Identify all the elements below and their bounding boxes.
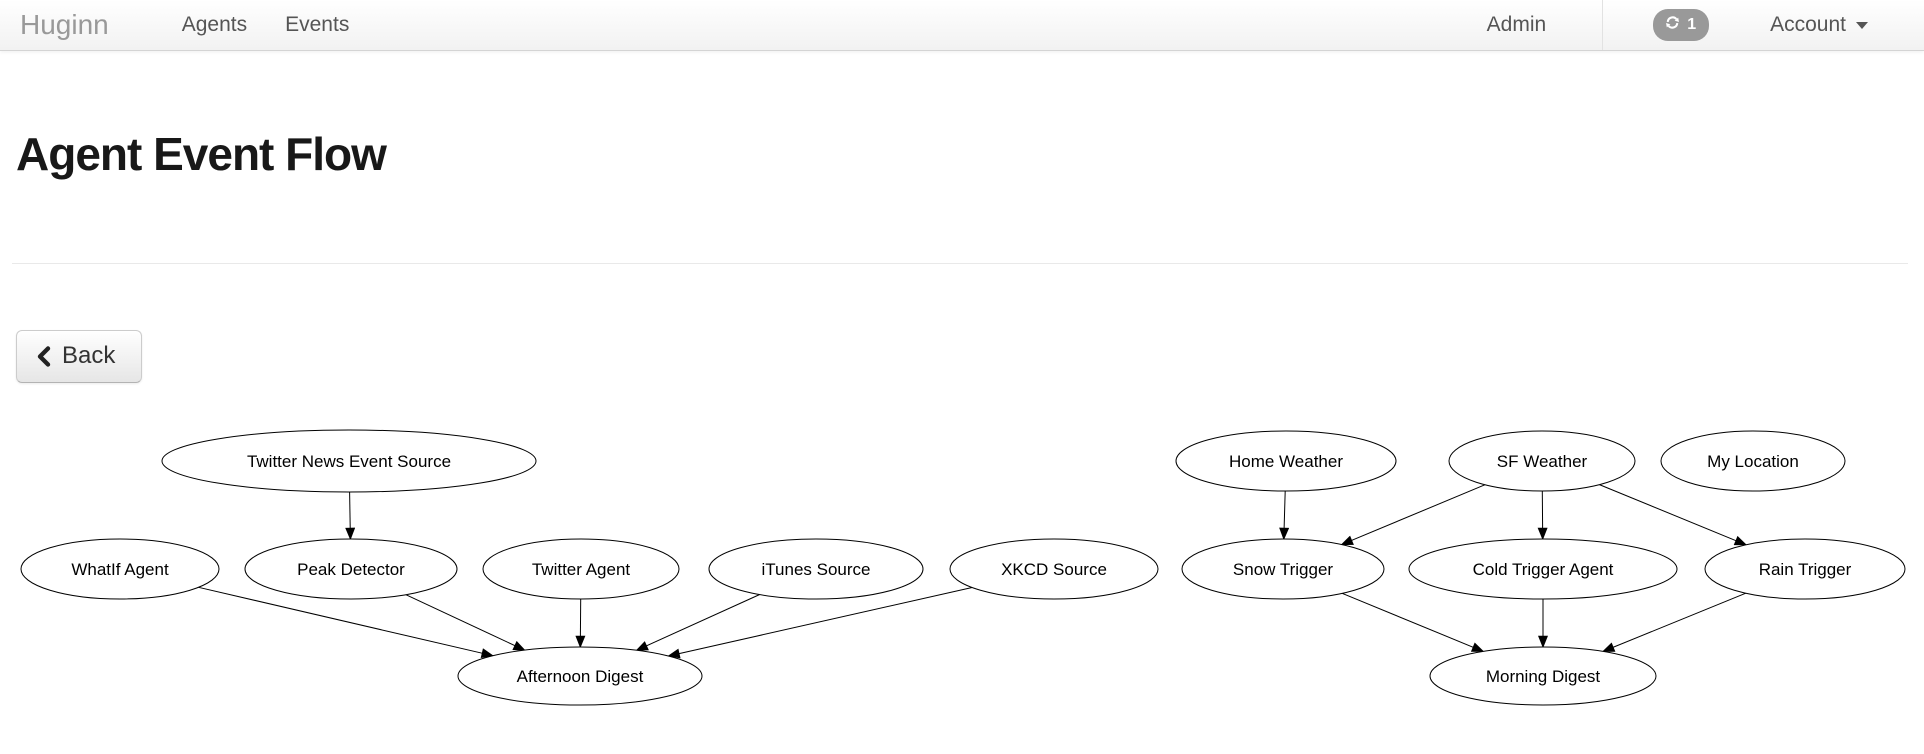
- back-button-label: Back: [62, 342, 116, 369]
- caret-down-icon: [1856, 21, 1868, 29]
- agent-node-rain-trigger: [1704, 538, 1906, 600]
- edge-twitter-news-event-source-to-peak-detector: [345, 491, 356, 541]
- agent-event-flow-section: Twitter News Event Source Home Weather SF …: [0, 411, 1924, 723]
- event-count-item: 1: [1602, 0, 1710, 50]
- account-menu[interactable]: Account: [1709, 0, 1924, 50]
- agent-node-label-whatif-agent: WhatIf Agent: [71, 560, 169, 579]
- agent-node-twitter-news-event-source: [161, 429, 537, 493]
- toolbar: Back: [16, 330, 1924, 383]
- agent-node-peak-detector: [244, 538, 458, 600]
- chevron-left-icon: [36, 345, 51, 368]
- navbar-right: Admin 1 Account: [1467, 0, 1924, 50]
- edge-snow-trigger-to-morning-digest: [1341, 592, 1485, 652]
- refresh-icon: [1664, 14, 1681, 36]
- agent-node-label-sf-weather: SF Weather: [1497, 452, 1588, 471]
- edge-sf-weather-to-snow-trigger: [1340, 484, 1486, 546]
- edge-sf-weather-to-rain-trigger: [1599, 484, 1748, 546]
- agent-node-label-itunes-source: iTunes Source: [762, 560, 871, 579]
- back-button[interactable]: Back: [16, 330, 143, 383]
- agent-node-label-peak-detector: Peak Detector: [297, 560, 405, 579]
- agent-node-label-morning-digest: Morning Digest: [1486, 667, 1601, 686]
- agent-node-home-weather: [1175, 430, 1397, 492]
- edge-rain-trigger-to-morning-digest: [1601, 592, 1746, 652]
- primary-nav: Agents Events: [163, 0, 369, 50]
- agent-node-label-snow-trigger: Snow Trigger: [1233, 560, 1333, 579]
- agent-node-snow-trigger: [1181, 538, 1385, 600]
- edge-peak-detector-to-afternoon-digest: [405, 594, 526, 651]
- agent-node-label-cold-trigger-agent: Cold Trigger Agent: [1473, 560, 1614, 579]
- agent-node-twitter-agent: [482, 538, 680, 600]
- nav-item-events[interactable]: Events: [285, 13, 350, 36]
- brand-logo[interactable]: Huginn: [20, 9, 109, 40]
- agent-node-label-afternoon-digest: Afternoon Digest: [517, 667, 644, 686]
- edge-home-weather-to-snow-trigger: [1279, 490, 1290, 541]
- agent-node-label-rain-trigger: Rain Trigger: [1759, 560, 1852, 579]
- edge-itunes-source-to-afternoon-digest: [635, 594, 760, 651]
- agent-node-label-twitter-agent: Twitter Agent: [532, 560, 631, 579]
- agent-node-my-location: [1660, 430, 1846, 492]
- agent-node-xkcd-source: [949, 538, 1159, 600]
- agent-node-label-home-weather: Home Weather: [1229, 452, 1343, 471]
- agent-node-afternoon-digest: [457, 646, 703, 706]
- account-label: Account: [1770, 13, 1846, 36]
- agent-node-cold-trigger-agent: [1408, 538, 1678, 600]
- page-title: Agent Event Flow: [16, 128, 387, 180]
- agent-node-label-xkcd-source: XKCD Source: [1001, 560, 1107, 579]
- event-count-badge[interactable]: 1: [1653, 9, 1710, 41]
- nav-item-admin[interactable]: Admin: [1486, 13, 1547, 36]
- agent-node-itunes-source: [708, 538, 924, 600]
- nav-item-agents[interactable]: Agents: [181, 13, 248, 36]
- edge-whatif-agent-to-afternoon-digest: [198, 586, 495, 659]
- event-count: 1: [1687, 16, 1697, 33]
- agent-flow-graph: Twitter News Event Source Home Weather SF …: [20, 429, 1906, 706]
- agent-node-label-twitter-news-event-source: Twitter News Event Source: [247, 452, 451, 471]
- agent-node-sf-weather: [1448, 430, 1636, 492]
- agent-node-whatif-agent: [20, 538, 220, 600]
- heading-divider: [12, 263, 1908, 264]
- agent-node-label-my-location: My Location: [1707, 452, 1799, 471]
- agent-node-morning-digest: [1429, 646, 1657, 706]
- navbar: Huginn Agents Events Admin 1: [0, 0, 1924, 51]
- edge-xkcd-source-to-afternoon-digest: [667, 587, 973, 659]
